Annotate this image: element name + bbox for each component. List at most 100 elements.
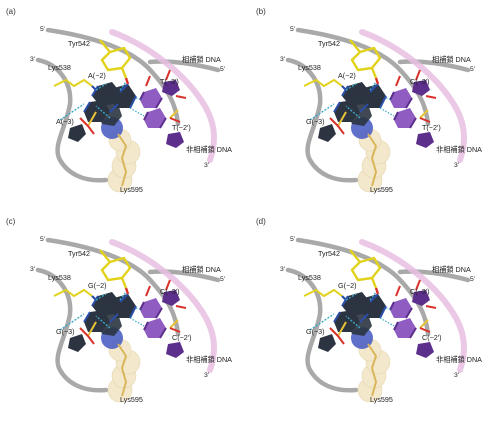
purine-base-stack bbox=[83, 82, 137, 126]
template-strand-ribbon-lower bbox=[35, 57, 109, 183]
template-strand-ribbon-right bbox=[147, 59, 221, 73]
base-right-top-label: C(−3′) bbox=[410, 287, 430, 296]
strand-5prime-right-label: 5' bbox=[220, 66, 226, 73]
panel-label: (b) bbox=[256, 7, 266, 16]
tyr542-sidechain bbox=[99, 249, 132, 295]
base-right-bottom-label: T(−2′) bbox=[422, 123, 441, 132]
template-dna-label: 相補鎖 DNA bbox=[432, 265, 471, 274]
structure-panel-d: (d) 5' 3' 5' 3' Tyr542 Lys538 Lys595 相補鎖… bbox=[250, 210, 500, 420]
lys538-label: Lys538 bbox=[298, 63, 321, 72]
phosphate-groups bbox=[79, 69, 187, 135]
pyrimidine-base-stack bbox=[139, 88, 167, 129]
strand-5prime-left-label: 5' bbox=[290, 26, 296, 33]
lys595-label: Lys595 bbox=[370, 395, 393, 404]
nontemplate-strand-ribbon bbox=[109, 239, 217, 373]
base-upper-label: G(−2) bbox=[88, 281, 107, 290]
phosphate-groups bbox=[329, 69, 437, 135]
template-strand-ribbon-right bbox=[147, 269, 221, 283]
sugar-ring-right-lower bbox=[416, 342, 434, 358]
structure-panel-a: (a) 5' 3' 5' 3' Tyr542 Lys538 Lys595 相補鎖… bbox=[0, 0, 250, 210]
strand-5prime-right-label: 5' bbox=[470, 276, 476, 283]
strand-5prime-left-label: 5' bbox=[290, 236, 296, 243]
phosphate-groups bbox=[329, 279, 437, 345]
base-right-bottom-label: C(−2′) bbox=[422, 333, 442, 342]
lys595-sidechain-sticks bbox=[367, 343, 378, 397]
pyrimidine-base-stack bbox=[389, 298, 417, 339]
nontemplate-dna-label: 非相補鎖 DNA bbox=[186, 145, 232, 154]
template-strand-ribbon-right bbox=[397, 269, 471, 283]
sugar-ring-right-lower bbox=[166, 342, 184, 358]
base-left-label: G(−3) bbox=[56, 327, 75, 336]
hydrogen-bond-dashes bbox=[59, 291, 145, 331]
hydrogen-bond-dashes bbox=[59, 81, 145, 121]
lys538-label: Lys538 bbox=[48, 63, 71, 72]
tyr542-label: Tyr542 bbox=[68, 39, 90, 48]
lys538-sidechain bbox=[53, 288, 97, 301]
structure-panel-c: (c) 5' 3' 5' 3' Tyr542 Lys538 Lys595 相補鎖… bbox=[0, 210, 250, 420]
lys538-label: Lys538 bbox=[48, 273, 71, 282]
template-strand-ribbon-right bbox=[397, 59, 471, 73]
pyrimidine-base-stack bbox=[139, 298, 167, 339]
sugar-ring-right bbox=[412, 80, 430, 96]
base-right-bottom-label: C(−2′) bbox=[172, 333, 192, 342]
tyr542-sidechain bbox=[349, 39, 382, 85]
molecular-structure-drawing bbox=[285, 27, 471, 193]
strand-3prime-bottom-label: 3' bbox=[454, 372, 460, 379]
sugar-ring-right bbox=[162, 290, 180, 306]
nontemplate-strand-ribbon bbox=[359, 239, 467, 373]
sugar-ring-right bbox=[412, 290, 430, 306]
sugar-ring-left bbox=[68, 334, 86, 352]
template-strand-ribbon bbox=[45, 27, 181, 127]
lys595-sidechain-sticks bbox=[117, 343, 128, 397]
strand-5prime-right-label: 5' bbox=[470, 66, 476, 73]
strand-3prime-left-label: 3' bbox=[30, 266, 36, 273]
panel-label: (c) bbox=[6, 217, 16, 226]
phosphate-groups bbox=[79, 279, 187, 345]
panel-label: (d) bbox=[256, 217, 266, 226]
template-dna-label: 相補鎖 DNA bbox=[182, 265, 221, 274]
strand-3prime-bottom-label: 3' bbox=[454, 162, 460, 169]
lys595-label: Lys595 bbox=[120, 395, 143, 404]
nontemplate-strand-ribbon bbox=[109, 29, 217, 163]
template-strand-ribbon bbox=[45, 237, 181, 337]
lys595-label: Lys595 bbox=[370, 185, 393, 194]
nontemplate-dna-label: 非相補鎖 DNA bbox=[186, 355, 232, 364]
template-strand-ribbon-lower bbox=[285, 267, 359, 393]
lys595-sidechain-sticks bbox=[117, 133, 128, 187]
template-dna-label: 相補鎖 DNA bbox=[432, 55, 471, 64]
lys538-sidechain bbox=[53, 78, 97, 91]
molecular-structure-drawing bbox=[285, 237, 471, 403]
base-right-bottom-label: T(−2′) bbox=[172, 123, 191, 132]
template-strand-ribbon bbox=[295, 27, 431, 127]
strand-5prime-right-label: 5' bbox=[220, 276, 226, 283]
nontemplate-dna-label: 非相補鎖 DNA bbox=[436, 145, 482, 154]
template-strand-ribbon bbox=[295, 237, 431, 337]
molecular-structure-drawing bbox=[35, 27, 221, 193]
base-upper-label: A(−2) bbox=[88, 71, 106, 80]
base-right-top-label: C(−3′) bbox=[160, 287, 180, 296]
sugar-ring-left bbox=[318, 334, 336, 352]
sugar-ring-right-lower bbox=[416, 132, 434, 148]
template-dna-label: 相補鎖 DNA bbox=[182, 55, 221, 64]
hydrogen-bond-dashes bbox=[309, 81, 395, 121]
tyr542-label: Tyr542 bbox=[318, 39, 340, 48]
base-left-label: A(−3) bbox=[56, 117, 74, 126]
lys595-label: Lys595 bbox=[120, 185, 143, 194]
lys538-sidechain bbox=[303, 288, 347, 301]
base-right-top-label: C(−3′) bbox=[410, 77, 430, 86]
tyr542-label: Tyr542 bbox=[318, 249, 340, 258]
pyrimidine-base-stack bbox=[389, 88, 417, 129]
strand-5prime-left-label: 5' bbox=[40, 236, 46, 243]
tyr542-sidechain bbox=[349, 249, 382, 295]
strand-3prime-left-label: 3' bbox=[280, 266, 286, 273]
nontemplate-strand-ribbon bbox=[359, 29, 467, 163]
base-left-label: G(−3) bbox=[306, 327, 325, 336]
sugar-ring-left bbox=[68, 124, 86, 142]
strand-5prime-left-label: 5' bbox=[40, 26, 46, 33]
template-strand-ribbon-lower bbox=[35, 267, 109, 393]
base-upper-label: A(−2) bbox=[338, 71, 356, 80]
sugar-ring-right bbox=[162, 80, 180, 96]
base-upper-label: G(−2) bbox=[338, 281, 357, 290]
strand-3prime-left-label: 3' bbox=[30, 56, 36, 63]
